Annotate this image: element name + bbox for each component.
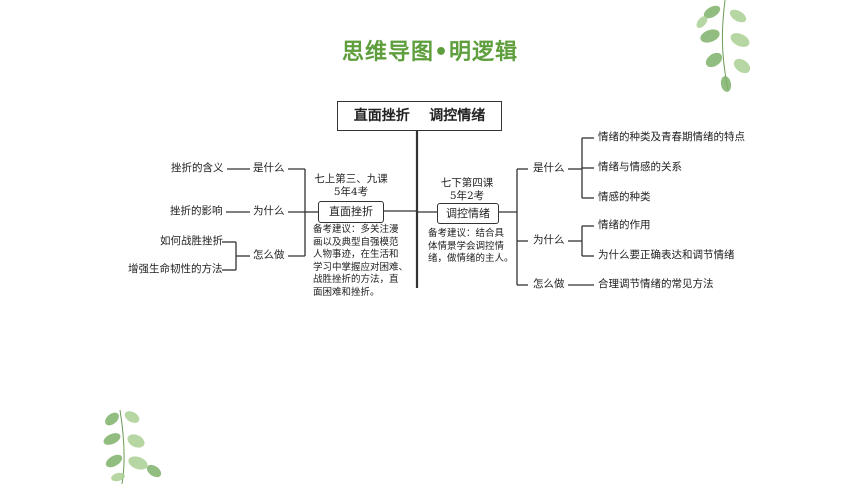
left-note-line: 备考建议：多关注漫 [313, 224, 399, 235]
left-branch-how: 怎么做 [253, 249, 285, 261]
right-header: 七下第四课 5年2考 [432, 177, 502, 203]
right-leaf: 情绪的作用 [598, 219, 651, 231]
left-branch-what: 是什么 [253, 162, 285, 174]
right-leaf: 情绪的种类及青春期情绪的特点 [598, 131, 745, 143]
left-leaf: 挫折的含义 [171, 162, 224, 174]
right-note-line: 绪，做情绪的主人。 [428, 253, 514, 264]
right-note-line: 备考建议：结合具 [428, 228, 505, 239]
left-topic-node: 直面挫折 [318, 201, 384, 223]
left-note: 备考建议：多关注漫 画以及典型自强模范 人物事迹，在生活和 学习中掌握应对困难、… [313, 224, 413, 299]
left-leaf: 挫折的影响 [170, 205, 223, 217]
right-branch-how: 怎么做 [533, 278, 565, 290]
leaf-decoration-top-right [696, 0, 751, 92]
left-header-lessons: 七上第三、九课 [314, 173, 388, 185]
page-title: 思维导图•明逻辑 [341, 40, 519, 65]
right-header-lessons: 七下第四课 [440, 177, 494, 189]
right-leaf: 合理调节情绪的常见方法 [598, 278, 714, 290]
right-leaf: 情感的种类 [598, 191, 651, 203]
right-topic-node: 调控情绪 [437, 203, 499, 224]
right-leaf: 情绪与情感的关系 [598, 161, 682, 173]
left-note-line: 战胜挫折的方法，直 [313, 274, 399, 285]
leaf-decoration-bottom-left [103, 409, 162, 484]
left-leaf: 增强生命韧性的方法 [128, 263, 223, 275]
right-note-line: 体情景学会调控情 [428, 240, 505, 252]
left-header-frequency: 5年4考 [333, 186, 369, 198]
right-leaf: 为什么要正确表达和调节情绪 [598, 249, 735, 261]
left-note-line: 人物事迹，在生活和 [313, 249, 399, 260]
right-header-frequency: 5年2考 [449, 190, 485, 202]
right-note: 备考建议：结合具 体情景学会调控情 绪，做情绪的主人。 [428, 228, 518, 266]
left-note-line: 面困难和挫折。 [313, 286, 380, 298]
left-note-line: 画以及典型自强模范 [313, 236, 399, 248]
left-note-line: 学习中掌握应对困难、 [313, 261, 409, 273]
right-branch-what: 是什么 [533, 162, 565, 174]
left-leaf: 如何战胜挫折 [160, 235, 223, 247]
right-branch-why: 为什么 [533, 234, 565, 246]
root-node: 直面挫折 调控情绪 [337, 101, 502, 131]
left-header: 七上第三、九课 5年4考 [310, 173, 392, 199]
left-branch-why: 为什么 [253, 205, 285, 217]
